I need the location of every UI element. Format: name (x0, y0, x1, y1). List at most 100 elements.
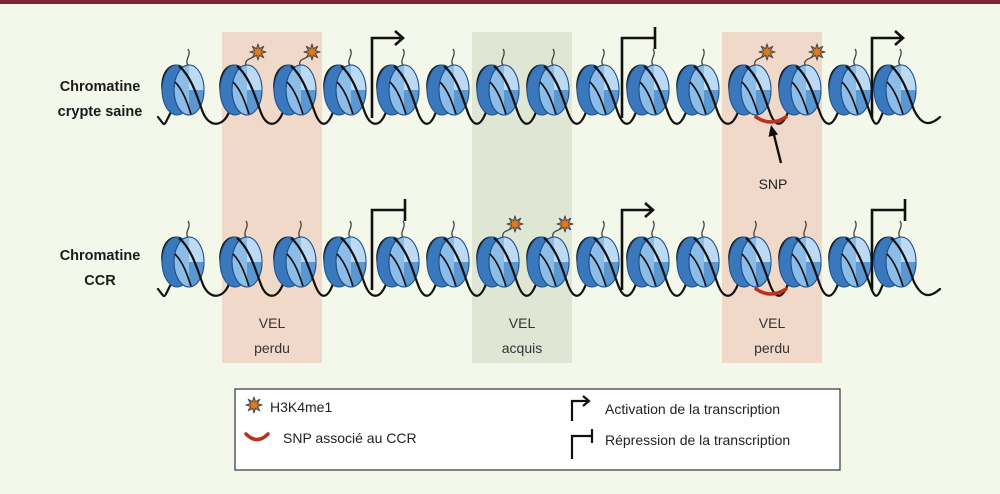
row-label-1-line2: crypte saine (58, 104, 143, 120)
histone-tail (853, 48, 857, 66)
nucleosome-shade (404, 262, 419, 287)
dna-front-wrap-2 (639, 81, 657, 115)
histone-tail (551, 48, 555, 66)
nucleosome (476, 48, 520, 116)
legend-h3k4me1-star-icon (245, 396, 263, 414)
nucleosome-shade (704, 262, 719, 287)
histone-tail (898, 220, 902, 238)
nucleosome-shade (504, 90, 519, 115)
dna-front-wrap (236, 237, 262, 283)
nucleosome (626, 220, 670, 288)
legend-activation-head (582, 395, 591, 407)
nucleosome-shade (704, 90, 719, 115)
nucleosome-rim (688, 64, 720, 116)
nucleosome-rim (638, 64, 670, 116)
nucleosome (778, 43, 826, 116)
dna-front-wrap-2 (589, 253, 607, 287)
dna-front-wrap-2 (841, 81, 859, 115)
snp-arc-icon (754, 115, 788, 124)
nucleosome (676, 220, 720, 288)
activation-arrow-shaft (620, 208, 652, 290)
activation-arrow-icon (620, 202, 655, 290)
dna-front-wrap (443, 237, 469, 283)
dna-front-wrap-2 (389, 81, 407, 115)
h3k4me1-star-icon (506, 215, 524, 233)
nucleosome-shade (189, 90, 204, 115)
histone-tail (601, 220, 605, 238)
dna-front-wrap-2 (741, 253, 759, 287)
repression-arrow-icon (620, 27, 657, 118)
nucleosome-shade (189, 262, 204, 287)
nucleosome-rim (588, 64, 620, 116)
nucleosome (161, 48, 205, 116)
nucleosome-rim (740, 64, 772, 116)
nucleosome-shade (301, 262, 316, 287)
dna-front-wrap-2 (286, 81, 304, 115)
histone-tail (451, 220, 455, 238)
nucleosome (526, 48, 570, 116)
nucleosome-rim (285, 236, 317, 288)
h3k4me1-star-icon (245, 396, 263, 414)
nucleosome-rim (388, 64, 420, 116)
histone-tail (853, 220, 857, 238)
nucleosome (728, 43, 776, 116)
nucleosome-shade (404, 90, 419, 115)
activation-arrow-shaft (370, 36, 402, 118)
dna-front-wrap (493, 65, 519, 111)
nucleosome-rim (740, 236, 772, 288)
nucleosome-rim (388, 236, 420, 288)
repression-line (370, 208, 405, 290)
nucleosome-rim (790, 236, 822, 288)
repression-arrow-icon (870, 199, 907, 290)
nucleosome (828, 220, 872, 288)
nucleosome (219, 220, 263, 288)
nucleosome-rim (438, 64, 470, 116)
dna-front-wrap (693, 237, 719, 283)
nucleosome (828, 48, 872, 116)
nucleosome (219, 43, 267, 116)
nucleosome-shade (756, 262, 771, 287)
activation-arrow-head (644, 202, 655, 218)
nucleosome (676, 48, 720, 116)
nucleosome-shade (351, 262, 366, 287)
chromatin-row-2 (156, 199, 942, 297)
nucleosome-shade (756, 90, 771, 115)
h3k4me1-star-icon (249, 43, 267, 61)
repression-arrow-icon (370, 199, 407, 290)
dna-front-wrap-2 (174, 253, 192, 287)
legend: H3K4me1 SNP associé au CCR Activation de… (234, 388, 841, 471)
legend-snp-label: SNP associé au CCR (283, 430, 417, 446)
activation-arrow-icon (870, 30, 905, 118)
nucleosome-rim (885, 64, 917, 116)
chromatin-row-1 (156, 27, 942, 125)
dna-front-wrap (643, 237, 669, 283)
nucleosome-rim (538, 236, 570, 288)
region-2-label-line2: acquis (502, 340, 542, 356)
nucleosome (873, 220, 917, 288)
nucleosome-rim (335, 64, 367, 116)
dna-front-wrap (845, 65, 871, 111)
dna-front-wrap-2 (439, 253, 457, 287)
dna-front-wrap (643, 65, 669, 111)
nucleosome-shade (901, 90, 916, 115)
nucleosome-shade (454, 262, 469, 287)
histone-tail (898, 48, 902, 66)
nucleosome-rim (285, 64, 317, 116)
nucleosome-rim (588, 236, 620, 288)
dna-front-wrap-2 (841, 253, 859, 287)
dna-front-wrap (745, 65, 771, 111)
nucleosome-shade (856, 262, 871, 287)
histone-tail (186, 220, 190, 238)
legend-h3k4me1-label: H3K4me1 (270, 399, 332, 415)
nucleosome (526, 215, 574, 288)
nucleosome-shade (654, 262, 669, 287)
snp-callout-label: SNP (759, 176, 788, 192)
dna-front-wrap (795, 65, 821, 111)
region-2-label-line1: VEL (509, 315, 536, 331)
nucleosome-shade (554, 262, 569, 287)
legend-snp-arc-icon (244, 432, 270, 442)
nucleosome-rim (538, 64, 570, 116)
snp-callout-shaft (772, 132, 783, 164)
h3k4me1-star-icon (556, 215, 574, 233)
